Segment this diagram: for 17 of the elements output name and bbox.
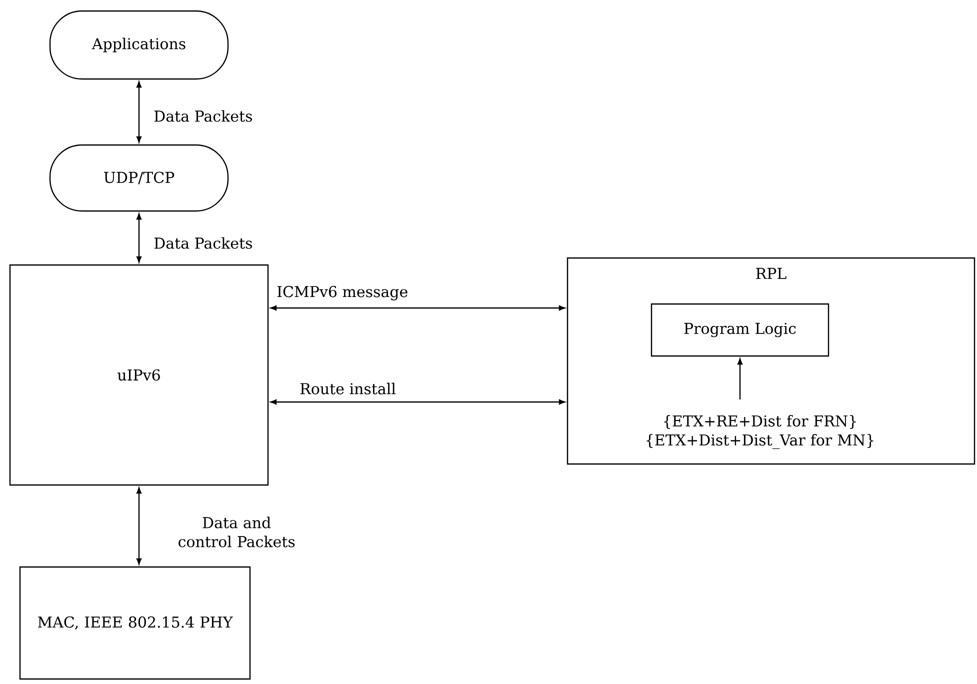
arrow: [737, 358, 743, 400]
process-box: uIPv6: [9, 264, 269, 486]
arrow: [136, 487, 142, 565]
rounded-box: Applications: [49, 10, 229, 80]
arrow: [270, 399, 566, 405]
arrow: [136, 213, 142, 263]
arrow: [270, 305, 566, 311]
process-box: MAC, IEEE 802.15.4 PHY: [19, 566, 251, 680]
arrow: [136, 81, 142, 143]
edge-label: ICMPv6 message: [277, 286, 408, 300]
edge-label: Route install: [300, 382, 396, 394]
process-box: Program Logic: [650, 303, 830, 357]
text-label: {ETX+RE+Dist for FRN} {ETX+Dist+Dist_Var for MN}: [646, 415, 874, 449]
edge-label: Data and control Packets: [178, 516, 295, 548]
rounded-box: UDP/TCP: [49, 144, 229, 212]
edge-label: Data Packets: [154, 237, 252, 249]
edge-label: Data Packets: [154, 110, 252, 122]
